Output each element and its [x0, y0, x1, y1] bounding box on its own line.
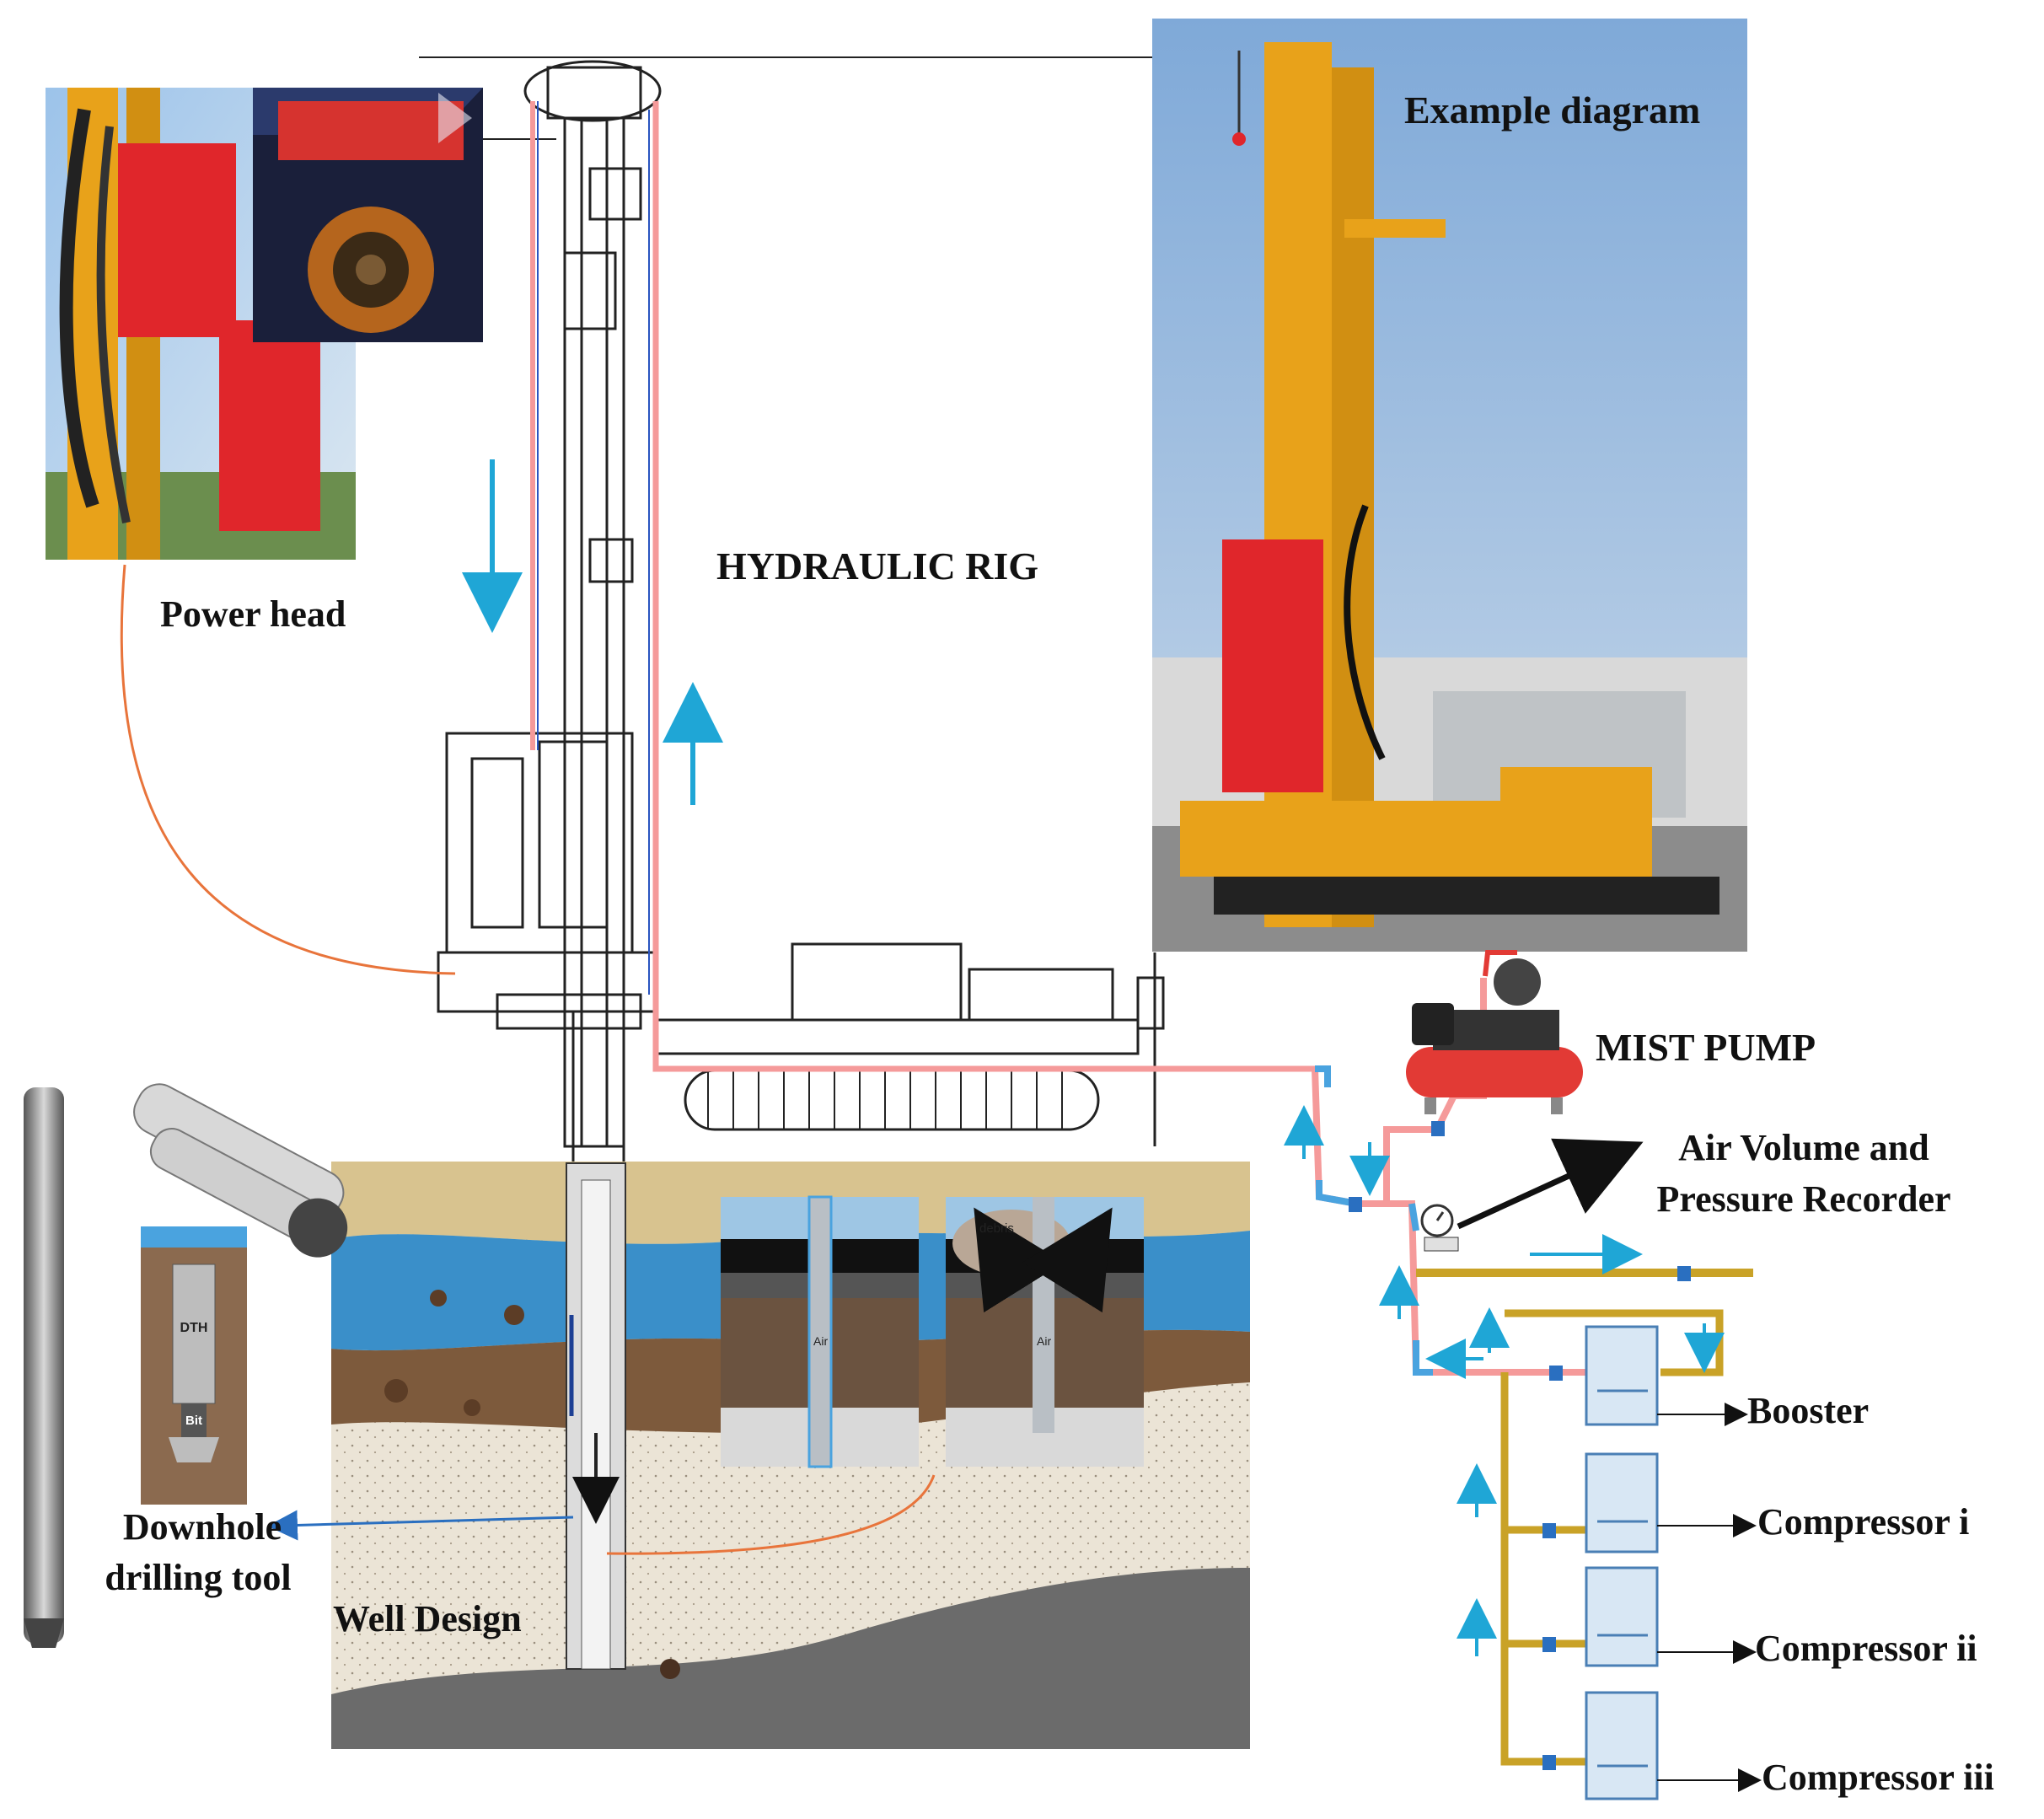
- power-head-connector: [120, 564, 456, 975]
- valves: [1349, 1121, 1691, 1770]
- rig-air-hose: [530, 101, 1315, 1072]
- mist-pump-icon: [1406, 950, 1583, 1114]
- label-recorder-line1: Air Volume and: [1678, 1127, 1929, 1168]
- label-compressor-ii: Compressor ii: [1755, 1628, 1977, 1669]
- pressure-gauge-icon: [1420, 1204, 1459, 1252]
- inset-connector: [606, 1474, 936, 1555]
- label-mist-pump: MIST PUMP: [1596, 1026, 1816, 1069]
- downhole-tool-images: DTH Bit: [24, 1083, 348, 1648]
- drilling-inset-left: Air: [721, 1195, 919, 1468]
- label-downhole-line1: Downhole: [122, 1506, 282, 1548]
- power-head-photo: [46, 88, 483, 560]
- label-example-diagram: Example diagram: [1404, 89, 1701, 131]
- compressor-label-arrows: [1657, 1403, 1762, 1792]
- label-hydraulic-rig: HYDRAULIC RIG: [716, 545, 1039, 588]
- label-power-head: Power head: [160, 593, 346, 635]
- label-compressor-i: Compressor i: [1757, 1501, 1970, 1543]
- example-diagram-photo: [1152, 19, 1747, 952]
- dth-label: DTH: [180, 1321, 208, 1335]
- air-label-right: Air: [1037, 1334, 1051, 1348]
- air-flow-arrows: [1284, 1105, 1725, 1656]
- drilling-inset-right: debris Air: [946, 1197, 1144, 1467]
- label-booster: Booster: [1747, 1390, 1870, 1431]
- label-well-design: Well Design: [333, 1598, 522, 1639]
- compressor-units: [1585, 1325, 1659, 1800]
- downhole-tool-pointer: [267, 1510, 574, 1541]
- label-downhole-line2: drilling tool: [105, 1557, 292, 1598]
- label-recorder-line2: Pressure Recorder: [1656, 1178, 1951, 1220]
- air-label-left: Air: [813, 1334, 828, 1348]
- recorder-pointer-arrow: [1457, 1138, 1644, 1230]
- label-compressor-iii: Compressor iii: [1762, 1757, 1994, 1798]
- bit-label: Bit: [185, 1414, 202, 1428]
- debris-label: debris: [979, 1221, 1014, 1236]
